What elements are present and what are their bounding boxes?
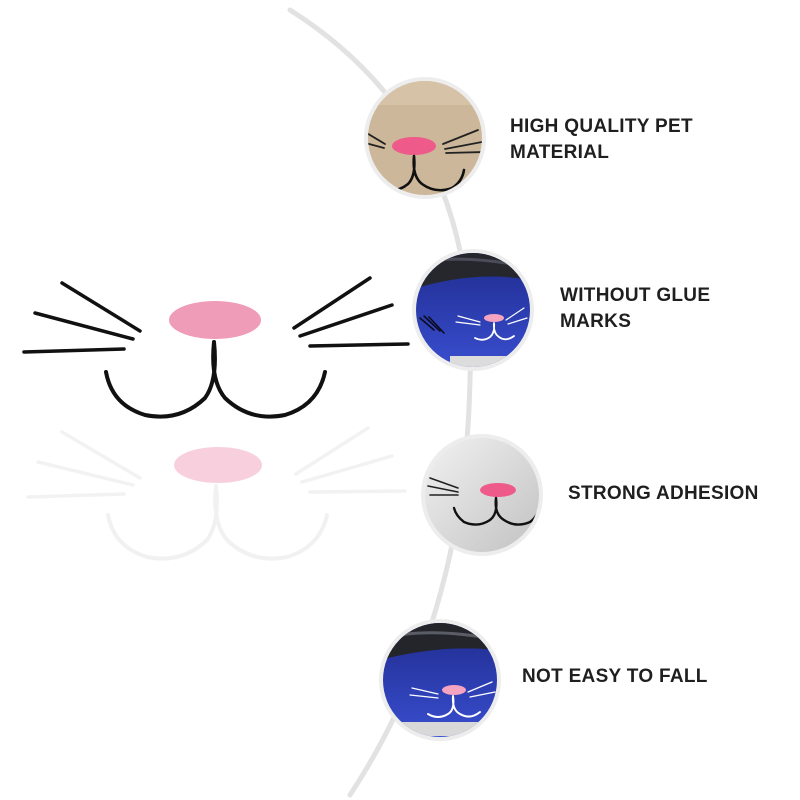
feature-label-3: STRONG ADHESION [568,481,800,507]
cat-face-decal-white [26,426,407,561]
feature-label-2-line-1: WITHOUT GLUE [560,285,711,306]
feature-photo-1 [364,77,486,199]
cat-whiskers-right [292,276,410,348]
feature-label-2-line-2: MARKS [560,311,632,332]
feature-label-2: WITHOUT GLUE MARKS [560,283,800,335]
cat-nose-shape [169,301,261,339]
feature-photo-3 [421,434,543,556]
cat-whiskers-left [22,281,142,354]
feature-label-1-line-2: MATERIAL [510,142,610,163]
cat-face-decal-black [22,276,410,419]
feature-label-4: NOT EASY TO FALL [522,664,782,690]
feature-photo-4 [379,619,501,741]
feature-label-1: HIGH QUALITY PET MATERIAL [510,114,770,166]
feature-label-4-line-1: NOT EASY TO FALL [522,666,708,687]
cat-mouth-shape [104,340,327,419]
feature-photo-2 [412,249,534,371]
feature-label-1-line-1: HIGH QUALITY PET [510,116,693,137]
feature-label-3-line-1: STRONG ADHESION [568,483,759,504]
